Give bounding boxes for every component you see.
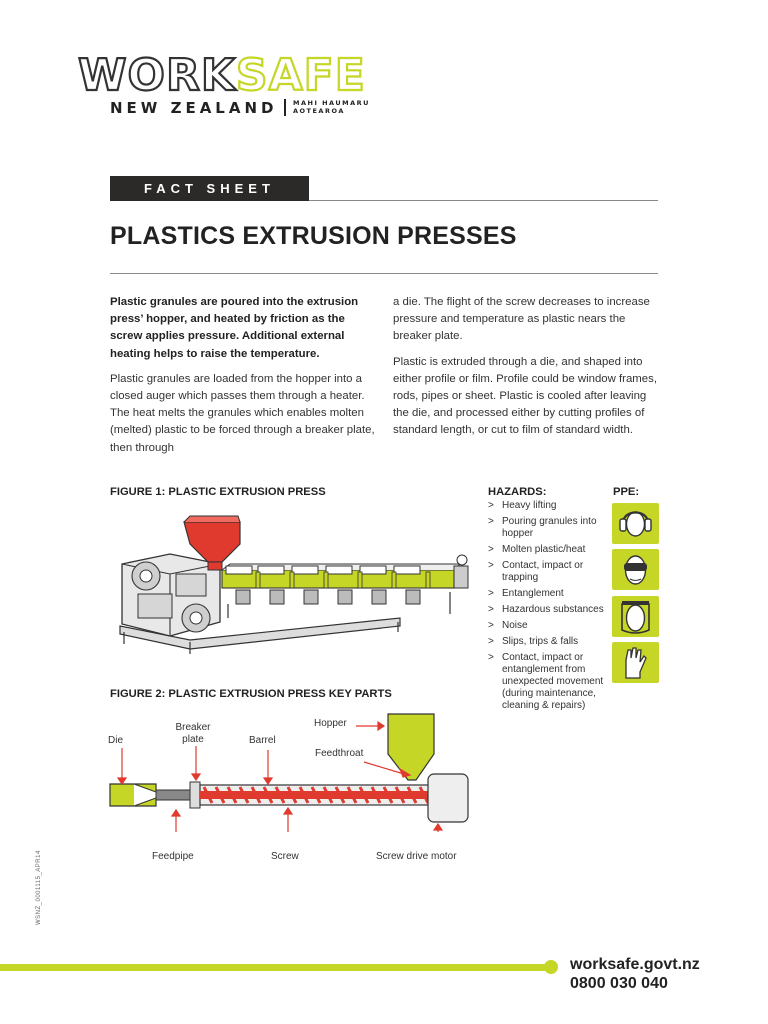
header-rule — [309, 200, 658, 201]
hazard-item: >Noise — [488, 620, 528, 631]
label-barrel: Barrel — [249, 735, 276, 746]
paragraph-2: a die. The flight of the screw decreases… — [393, 296, 650, 343]
hazard-item: >Contact, impact or trapping — [488, 560, 584, 583]
ppe-title: PPE: — [613, 486, 640, 498]
hazard-item: >Entanglement — [488, 588, 564, 599]
footer-dot — [544, 960, 558, 974]
key-parts-diagram — [109, 713, 469, 832]
figure1-title: FIGURE 1: PLASTIC EXTRUSION PRESS — [110, 486, 326, 498]
logo-wordmark: WORKSAFE — [77, 50, 366, 101]
logo-maori-line1: MAHI HAUMARU — [293, 99, 370, 107]
label-hopper: Hopper — [314, 718, 347, 729]
footer-line — [0, 964, 554, 971]
extrusion-press-illustration — [119, 515, 469, 654]
hazards-list: >Heavy lifting >Pouring granules into ho… — [488, 500, 606, 716]
paragraph-1: Plastic granules are loaded from the hop… — [110, 372, 375, 454]
title-rule — [110, 273, 658, 274]
paragraph-3: Plastic is extruded through a die, and s… — [393, 355, 657, 437]
hazard-item: >Hazardous substances — [488, 604, 604, 615]
hazards-title: HAZARDS: — [488, 486, 547, 498]
logo-maori-line2: AOTEAROA — [293, 107, 345, 115]
hazard-item: >Contact, impact or entanglement from un… — [488, 652, 604, 711]
logo-country: NEW ZEALAND — [110, 99, 278, 117]
logo-work-text: WORK — [77, 50, 236, 101]
hazard-item: >Heavy lifting — [488, 500, 557, 511]
label-screw: Screw — [271, 851, 299, 862]
page-title: PLASTICS EXTRUSION PRESSES — [110, 222, 517, 250]
label-breaker-plate: Breaker plate — [175, 722, 211, 745]
hazard-item: >Slips, trips & falls — [488, 636, 579, 647]
gloves-icon — [612, 642, 659, 683]
label-feedthroat: Feedthroat — [315, 748, 364, 759]
face-shield-icon — [612, 596, 659, 637]
footer-phone: 0800 030 040 — [570, 975, 668, 992]
eye-protection-icon — [612, 549, 659, 590]
ear-protection-icon — [612, 503, 659, 544]
hazard-item: >Pouring granules into hopper — [488, 516, 597, 539]
footer-website[interactable]: worksafe.govt.nz — [570, 956, 700, 973]
fact-sheet-label: FACT SHEET — [110, 176, 309, 201]
label-screw-drive-motor: Screw drive motor — [376, 851, 457, 862]
right-column: a die. The flight of the screw decreases… — [393, 294, 659, 448]
figure2-title: FIGURE 2: PLASTIC EXTRUSION PRESS KEY PA… — [110, 688, 392, 700]
label-feedpipe: Feedpipe — [152, 851, 194, 862]
hazard-item: >Molten plastic/heat — [488, 544, 586, 555]
label-die: Die — [108, 735, 124, 746]
document-code: WSNZ_0001115_APR14 — [36, 850, 42, 925]
intro-paragraph: Plastic granules are poured into the ext… — [110, 296, 359, 360]
left-column: Plastic granules are poured into the ext… — [110, 294, 376, 465]
logo-safe-text: SAFE — [235, 50, 366, 101]
logo-divider — [284, 99, 286, 116]
